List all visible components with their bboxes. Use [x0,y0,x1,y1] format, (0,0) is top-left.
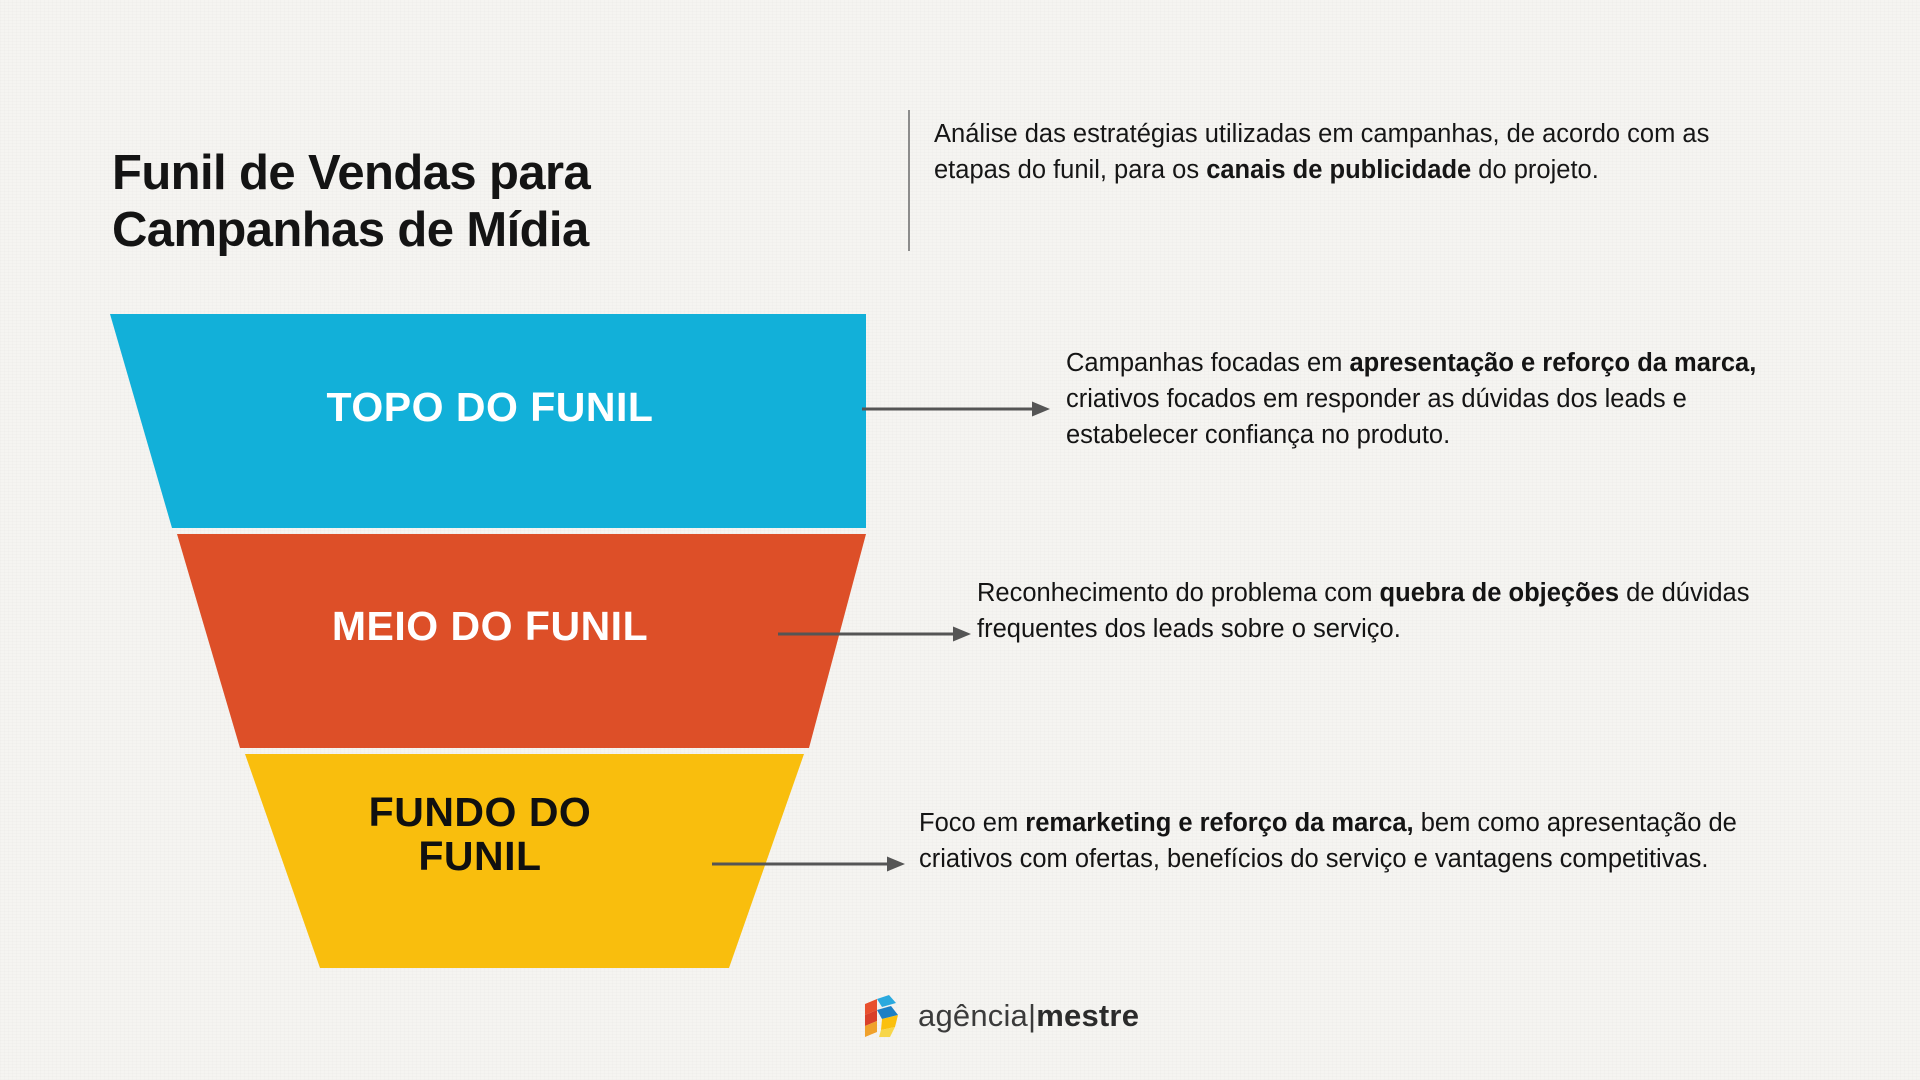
page-title: Funil de Vendas para Campanhas de Mídia [112,145,591,257]
topo-desc-plain-2: criativos focados em responder as dúvida… [1066,385,1687,450]
topo-desc-bold-1: apresentação e reforço da marca, [1349,349,1757,377]
arrow-to-fundo-icon [712,856,905,872]
logo-word-mestre: mestre [1036,998,1140,1033]
arrow-to-topo-icon [862,401,1050,417]
agencia-mestre-mark-icon [865,995,898,1037]
topo-desc-plain-1: Campanhas focadas em [1066,349,1350,377]
agencia-mestre-logo[interactable]: agência|mestre [862,993,1139,1039]
intro-line-1: Análise das estratégias utilizadas em ca… [934,120,1536,148]
fundo-desc-plain-1: Foco em [919,809,1026,837]
intro-line-3-plain: do projeto. [1471,156,1599,185]
funnel-stage-meio-label: MEIO DO FUNIL [331,603,649,649]
intro-line-3-bold: publicidade [1329,156,1472,185]
fundo-desc-bold-1: remarketing e reforço da marca, [1025,809,1414,837]
meio-desc-plain-2: de dúvidas frequentes dos leads sobre o … [977,579,1750,644]
intro-paragraph: Análise das estratégias utilizadas em ca… [934,116,1764,188]
arrow-to-meio-icon [778,626,971,642]
funnel-stage-fundo-label: FUNDO DO FUNIL [368,789,592,880]
funnel-stage-topo-label: TOPO DO FUNIL [326,384,654,430]
fundo-description: Foco em remarketing e reforço da marca, … [919,805,1799,877]
meio-desc-bold-1: quebra de objeções [1379,579,1620,607]
logo-separator: | [1028,998,1037,1033]
fundo-desc-plain-2: bem como apresentação de criativos com o… [919,809,1737,874]
meio-desc-plain-1: Reconhecimento do problema com [977,579,1380,607]
topo-description: Campanhas focadas em apresentação e refo… [1066,345,1806,454]
intro-line-2-bold: canais de [1206,156,1323,185]
header-divider [908,110,910,251]
intro-line-2-plain: acordo com as etapas do funil, para os [934,120,1710,185]
logo-word-agencia: agência [918,998,1028,1033]
meio-description: Reconhecimento do problema com quebra de… [977,575,1752,647]
agencia-mestre-wordmark: agência|mestre [918,998,1139,1034]
